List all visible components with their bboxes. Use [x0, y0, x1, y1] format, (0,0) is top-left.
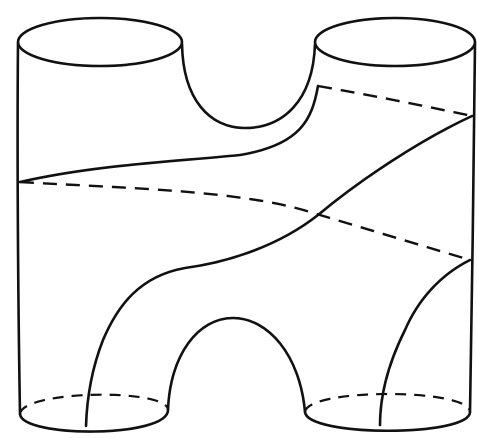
- bottom-left-circle-front: [20, 410, 168, 432]
- back-curve-upper: [20, 182, 470, 260]
- left-outer-edge: [18, 43, 20, 414]
- front-curve-upper: [20, 86, 318, 182]
- back-curve-top-right: [318, 86, 472, 116]
- top-arch: [182, 44, 315, 128]
- bottom-right-circle-front: [305, 412, 470, 431]
- bottom-arch: [168, 318, 305, 412]
- top-right-boundary-circle: [315, 18, 475, 66]
- bottom-right-circle-back: [305, 394, 470, 412]
- front-curve-right-leg: [380, 260, 470, 425]
- top-left-boundary-circle: [18, 18, 182, 66]
- bottom-left-circle-back: [20, 395, 168, 414]
- right-outer-edge: [470, 43, 475, 412]
